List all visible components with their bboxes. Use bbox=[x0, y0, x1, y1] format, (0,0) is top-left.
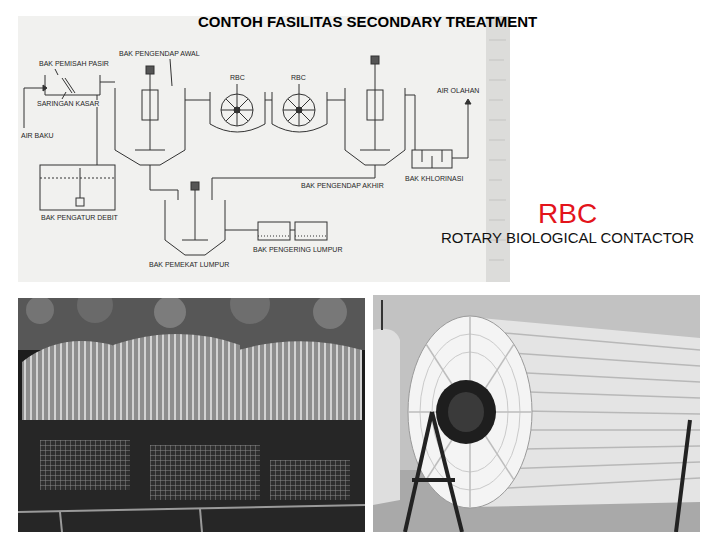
tank-label: BAK KHLORINASI bbox=[404, 175, 464, 182]
photo-rbc-drum bbox=[373, 295, 700, 532]
heading-label: RBC bbox=[538, 200, 597, 228]
subheading-label: ROTARY BIOLOGICAL CONTACTOR bbox=[441, 230, 694, 247]
tank-label: BAK PENGENDAP AKHIR bbox=[300, 182, 385, 189]
flow-label: AIR BAKU bbox=[20, 132, 55, 139]
unit-label: RBC bbox=[229, 74, 246, 81]
photo-rbc-units bbox=[18, 298, 365, 532]
tank-label: BAK PENGATUR DEBIT bbox=[40, 214, 119, 221]
process-diagram bbox=[18, 16, 510, 282]
tank-label: BAK PENGERING LUMPUR bbox=[252, 246, 343, 253]
tank-label: BAK PENGENDAP AWAL bbox=[118, 50, 201, 57]
tank-label: BAK PEMEKAT LUMPUR bbox=[148, 261, 230, 268]
flow-label: AIR OLAHAN bbox=[436, 87, 480, 94]
unit-label: RBC bbox=[290, 74, 307, 81]
tank-label: BAK PEMISAH PASIR bbox=[38, 60, 110, 67]
part-label: SARINGAN KASAR bbox=[36, 100, 100, 107]
slide-title: CONTOH FASILITAS SECONDARY TREATMENT bbox=[198, 14, 537, 31]
